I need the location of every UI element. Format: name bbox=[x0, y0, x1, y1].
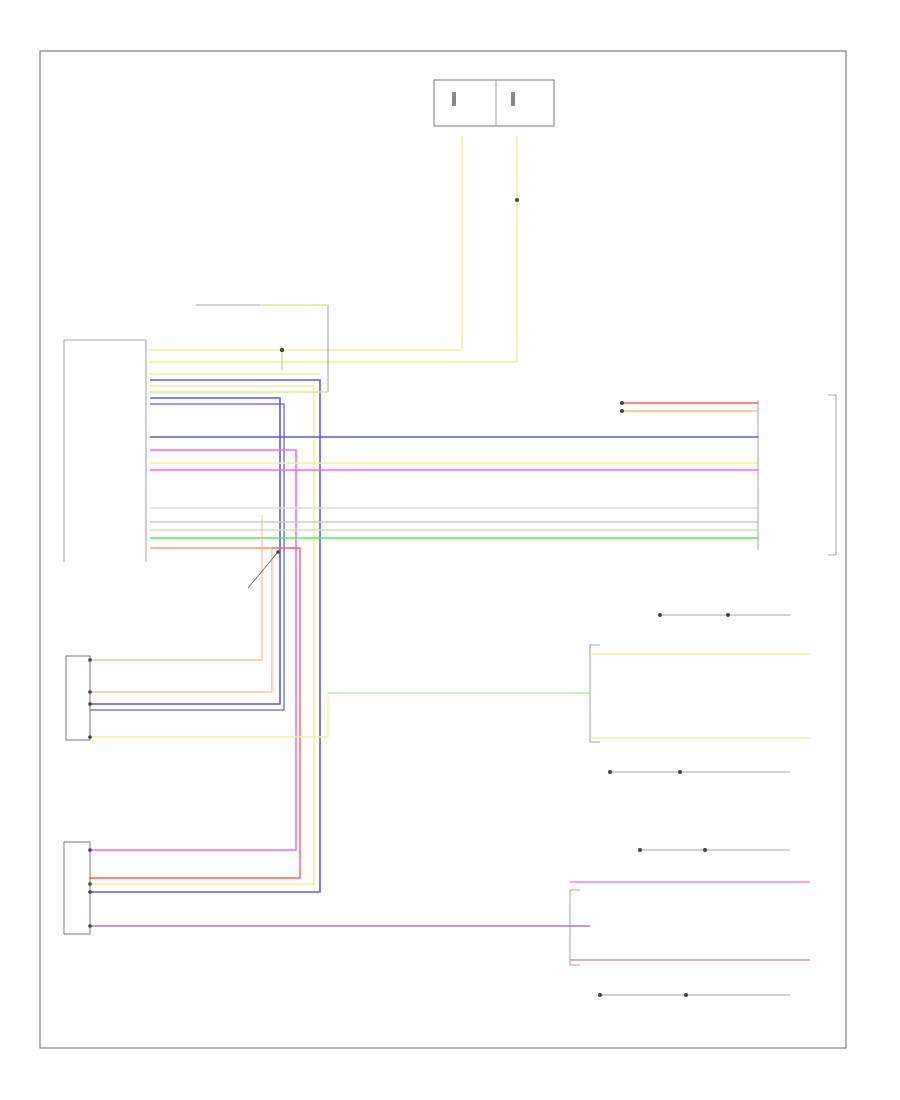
sensor-box bbox=[433, 79, 555, 127]
left-module bbox=[63, 304, 329, 562]
right-switch-upper bbox=[589, 613, 810, 743]
right-module bbox=[620, 394, 837, 556]
diagram-frame bbox=[39, 50, 847, 1049]
top-sensor bbox=[433, 79, 555, 127]
left-switch-upper bbox=[65, 655, 92, 741]
left-switch-lower bbox=[63, 841, 92, 935]
right-switch-lower bbox=[569, 848, 810, 997]
splice-point bbox=[515, 198, 519, 202]
right-switch-middle bbox=[608, 770, 790, 774]
